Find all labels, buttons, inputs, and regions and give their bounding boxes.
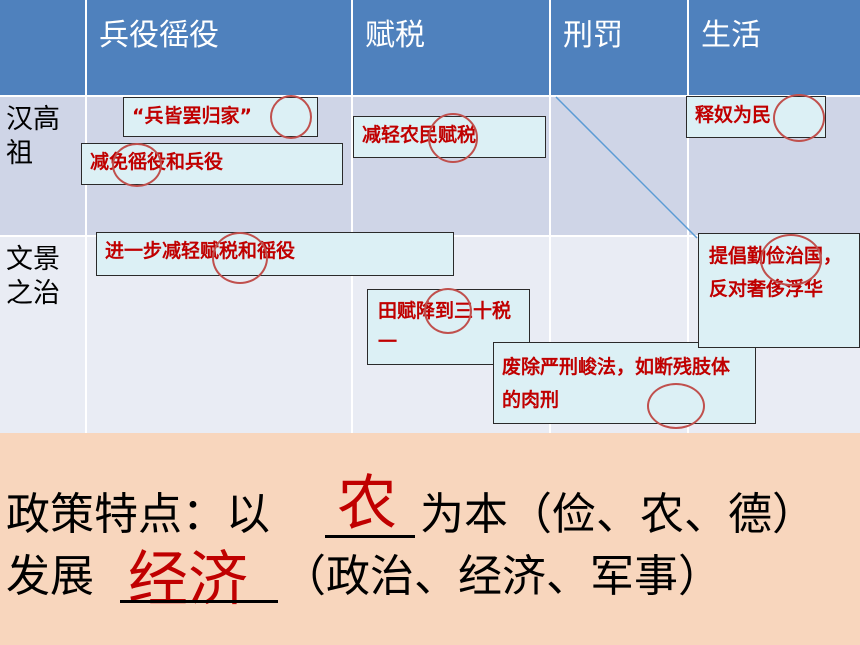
circle-mark bbox=[773, 94, 825, 142]
summary-line-1-prefix: 政策特点：以 bbox=[6, 489, 270, 540]
row-label-wenjing: 文景 之治 bbox=[0, 235, 87, 433]
answer-underline-1 bbox=[325, 535, 415, 538]
answer-agriculture: 农 bbox=[337, 469, 397, 539]
answer-underline-2 bbox=[120, 600, 278, 603]
circle-mark bbox=[270, 95, 312, 139]
header-taxes: 赋税 bbox=[353, 0, 551, 95]
header-life: 生活 bbox=[689, 0, 860, 95]
circle-mark bbox=[112, 143, 162, 187]
row-label-line: 祖 bbox=[6, 138, 33, 169]
circle-mark bbox=[760, 234, 822, 286]
circle-mark bbox=[647, 383, 705, 429]
summary-line-2-suffix: （政治、经济、军事） bbox=[282, 551, 722, 602]
row-label-han-gaozu: 汉高 祖 bbox=[0, 95, 87, 235]
summary-line-1-suffix: 为本（俭、农、德） bbox=[420, 489, 816, 540]
box-abolish-punishment: 废除严刑峻法，如断残肢体的肉刑 bbox=[493, 342, 756, 424]
header-punishment: 刑罚 bbox=[551, 0, 689, 95]
circle-mark bbox=[212, 232, 268, 284]
circle-mark bbox=[428, 113, 478, 163]
header-corner bbox=[0, 0, 87, 95]
summary-panel: 政策特点：以 农 为本（俭、农、德） 发展 经济 （政治、经济、军事） bbox=[0, 433, 860, 645]
answer-economy: 经济 bbox=[128, 545, 248, 615]
summary-line-2-prefix: 发展 bbox=[6, 551, 94, 602]
header-military-corvee: 兵役徭役 bbox=[87, 0, 353, 95]
row-label-line: 之治 bbox=[6, 278, 60, 309]
box-further-reduce: 进一步减轻赋税和徭役 bbox=[96, 232, 454, 276]
circle-mark bbox=[424, 288, 472, 334]
policy-table: 兵役徭役 赋税 刑罚 生活 汉高 祖 文景 之治 “兵皆罢归家” 减免徭役和兵役… bbox=[0, 0, 860, 433]
cell-han-punishment bbox=[551, 95, 689, 235]
row-label-line: 文景 bbox=[6, 244, 60, 275]
row-label-line: 汉高 bbox=[6, 104, 60, 135]
